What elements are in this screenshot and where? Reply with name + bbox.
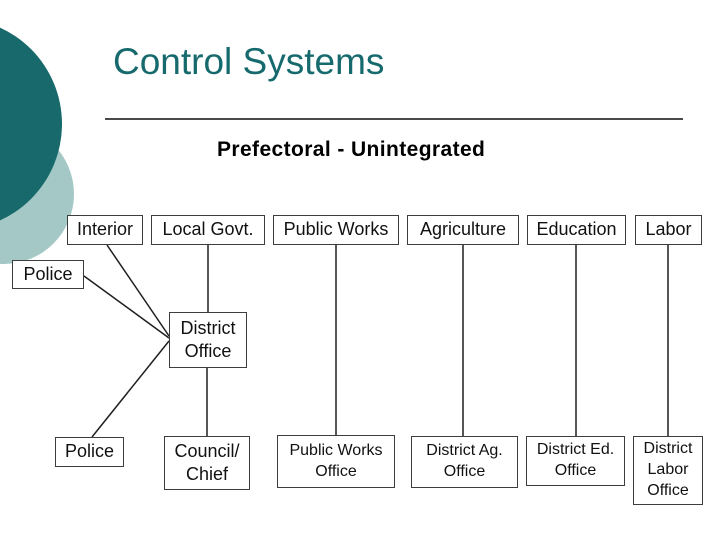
slide-title: Control Systems: [113, 41, 385, 82]
title-divider: [105, 118, 683, 120]
edge-district-office-to-police-bottom: [91, 340, 170, 438]
diagram-subtitle: Prefectoral - Unintegrated: [217, 138, 486, 161]
edge-interior-to-district-office: [106, 244, 170, 337]
edge-police-top-to-district-office: [83, 275, 170, 339]
